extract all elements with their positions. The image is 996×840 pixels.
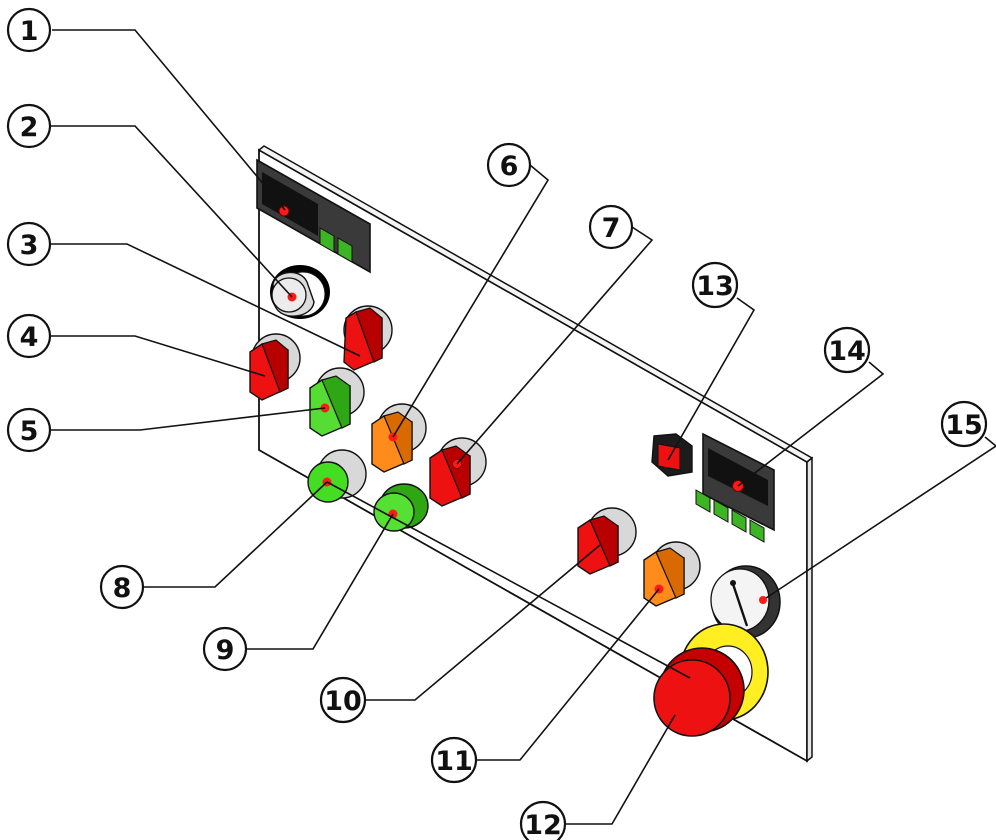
callout-11: 11	[430, 736, 478, 784]
callouts: 1 2 3 4 5 6 7 8	[6, 7, 988, 840]
selector-switch-6	[371, 403, 427, 473]
svg-text:6: 6	[500, 151, 519, 182]
svg-text:3: 3	[20, 230, 39, 261]
selector-switch-5	[309, 367, 365, 437]
svg-text:5: 5	[20, 416, 39, 447]
callout-2: 2	[6, 103, 52, 149]
callout-14: 14	[823, 326, 871, 374]
svg-text:2: 2	[20, 112, 39, 143]
leader-line-5	[50, 407, 326, 431]
selector-switch-7	[429, 437, 487, 507]
leader-line-6	[392, 164, 550, 438]
analog-gauge-15	[710, 565, 781, 639]
rotary-knob-2	[270, 265, 330, 319]
leader-line-7	[456, 226, 654, 465]
svg-text:7: 7	[602, 213, 621, 244]
callout-13: 13	[691, 261, 739, 309]
leader-line-13	[667, 297, 756, 461]
callout-3: 3	[6, 221, 52, 267]
svg-text:13: 13	[696, 271, 734, 302]
leader-line-4	[50, 335, 266, 377]
leader-line-12	[565, 714, 676, 825]
leader-line-14	[737, 361, 885, 487]
callout-10: 10	[319, 676, 367, 724]
leader-line-1	[52, 29, 286, 211]
callout-6: 6	[486, 142, 532, 188]
svg-text:14: 14	[828, 336, 866, 367]
svg-text:4: 4	[20, 322, 39, 353]
selector-switch-4	[249, 333, 301, 401]
leader-line-2	[50, 125, 293, 298]
svg-text:9: 9	[216, 635, 235, 666]
callout-7: 7	[588, 204, 634, 250]
selector-switch-11	[643, 541, 701, 607]
svg-text:8: 8	[113, 573, 132, 604]
svg-text:12: 12	[524, 810, 562, 840]
leader-line-8	[143, 481, 328, 588]
leader-line-9	[246, 513, 394, 650]
selector-switch-3	[343, 305, 393, 371]
callout-15: 15	[940, 400, 988, 448]
selector-switch-10	[577, 507, 637, 575]
callout-4: 4	[6, 313, 52, 359]
svg-text:10: 10	[324, 686, 362, 717]
callout-12: 12	[519, 800, 567, 840]
leader-markers	[759, 596, 767, 604]
leader-line-15	[762, 436, 996, 601]
emergency-stop-button-12	[653, 623, 769, 737]
svg-text:11: 11	[435, 746, 473, 777]
leader-line-11	[476, 588, 660, 761]
display-module-1	[256, 158, 371, 274]
display-module-14	[695, 432, 775, 543]
callout-5: 5	[6, 407, 52, 453]
leader-lines	[50, 29, 996, 825]
svg-text:15: 15	[945, 410, 983, 441]
svg-text:1: 1	[20, 16, 39, 47]
leader-line-3	[50, 243, 361, 357]
callout-9: 9	[202, 626, 248, 672]
callout-1: 1	[6, 7, 52, 53]
control-panel-plate	[257, 145, 814, 763]
callout-8: 8	[99, 564, 145, 610]
leader-line-rail	[326, 481, 691, 679]
